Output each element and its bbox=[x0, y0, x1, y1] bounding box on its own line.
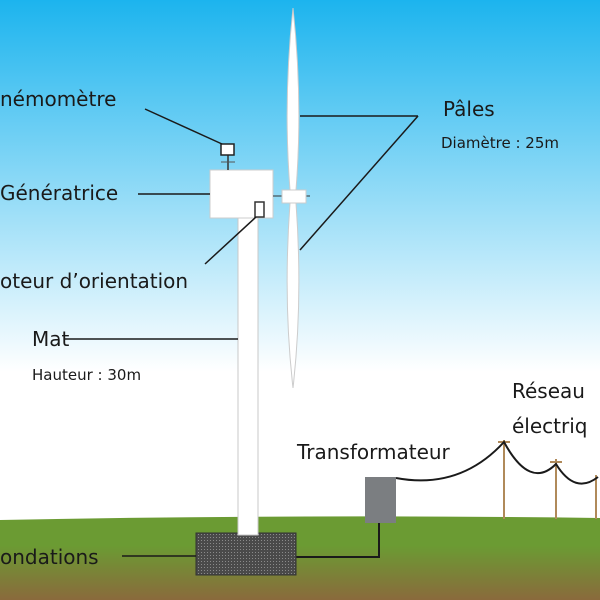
label-anemometer: némomètre bbox=[0, 87, 116, 111]
label-mast-height: Hauteur : 30m bbox=[32, 366, 141, 384]
underground-cable bbox=[296, 523, 380, 558]
foundation bbox=[195, 532, 297, 576]
ground bbox=[0, 516, 600, 600]
transformer bbox=[365, 477, 396, 523]
blade-bottom bbox=[286, 202, 300, 389]
label-transformer: Transformateur bbox=[296, 440, 451, 464]
mast bbox=[237, 214, 259, 536]
label-blade-diameter: Diamètre : 25m bbox=[441, 134, 559, 152]
power-line bbox=[395, 440, 599, 485]
label-foundations: ondations bbox=[0, 545, 99, 569]
label-grid-line2: électriq bbox=[512, 414, 587, 438]
label-grid-line1: Réseau bbox=[512, 379, 585, 403]
power-poles bbox=[498, 440, 597, 519]
label-generator: Génératrice bbox=[0, 181, 118, 205]
yaw-motor bbox=[254, 201, 265, 218]
label-mast: Mat bbox=[32, 327, 70, 351]
label-blades: Pâles bbox=[443, 97, 495, 121]
label-yaw-motor: oteur d’orientation bbox=[0, 269, 188, 293]
anemometer bbox=[220, 143, 235, 156]
leader-lines bbox=[65, 108, 419, 557]
hub bbox=[281, 189, 307, 204]
